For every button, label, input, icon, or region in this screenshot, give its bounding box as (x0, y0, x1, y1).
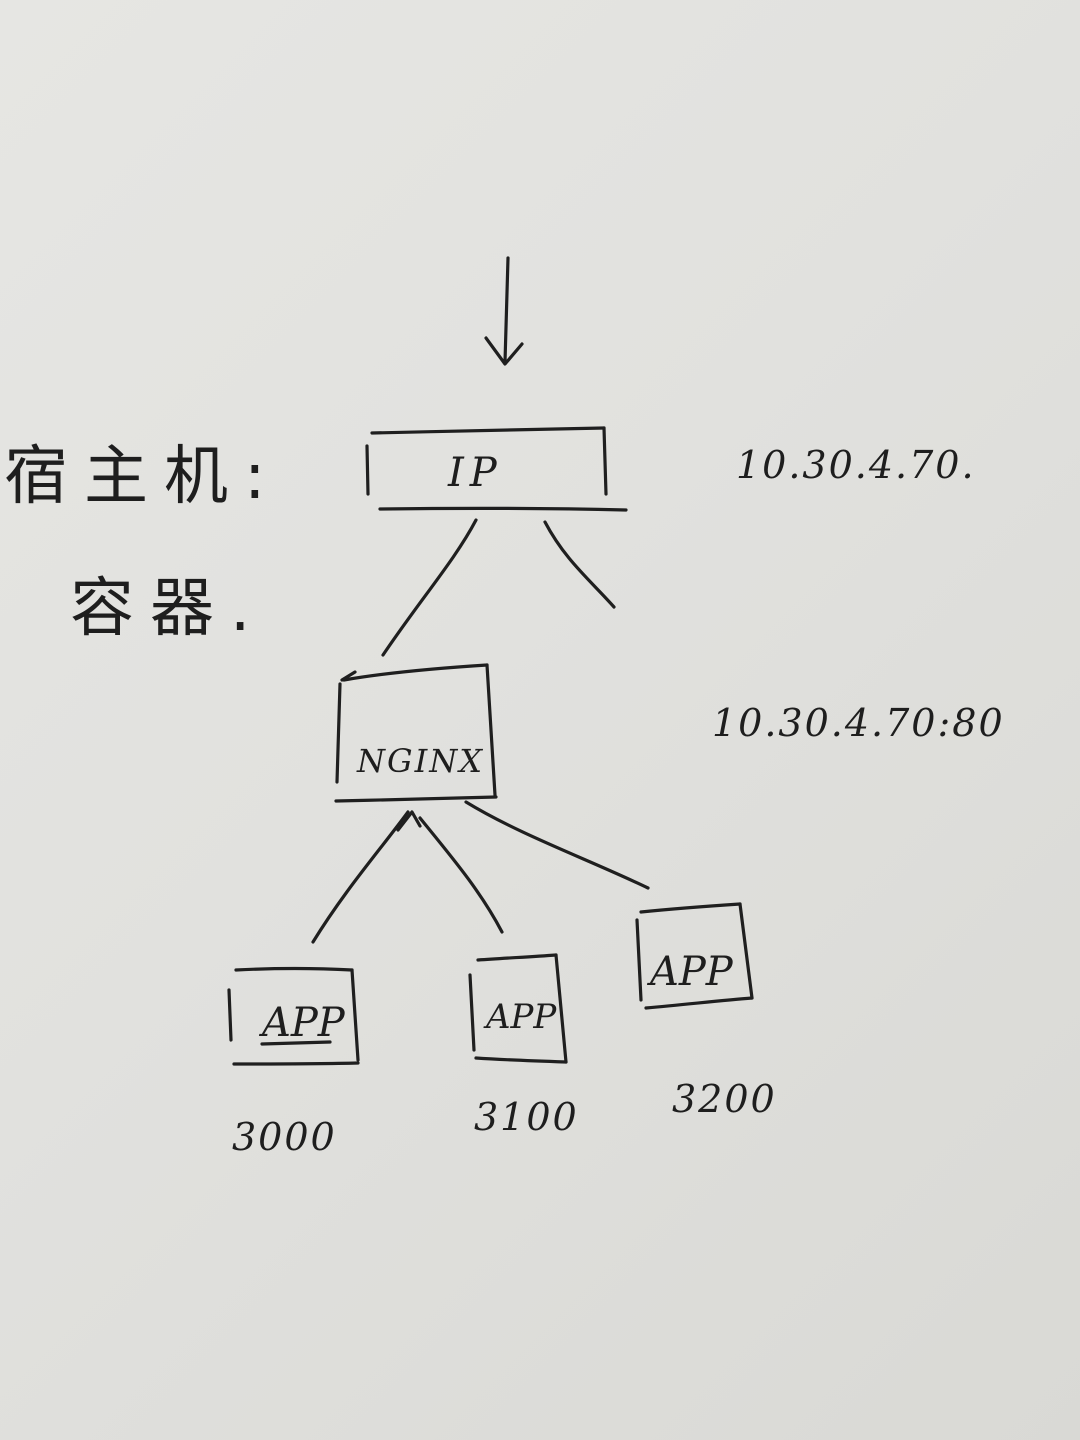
app-3000-label: APP (258, 1000, 346, 1046)
port-3000-label: 3000 (232, 1115, 337, 1159)
nginx-box-label: NGINX (356, 742, 484, 780)
nginx-box: NGINX (334, 663, 498, 803)
container-label: 容器. (70, 572, 266, 646)
nginx-to-app-3100-line (418, 816, 504, 934)
ip-box: IP (365, 426, 628, 512)
nginx-to-app-3000-line (311, 810, 410, 944)
nginx-address-label: 10.30.4.70:80 (712, 701, 1005, 745)
incoming-arrow (484, 256, 524, 366)
nginx-to-app-3200-line (464, 800, 650, 890)
app-3100-label: APP (483, 997, 557, 1037)
nginx-arrow-mark (396, 810, 422, 832)
host-ip-label: 10.30.4.70. (736, 443, 976, 487)
port-3200-label: 3200 (672, 1077, 777, 1121)
host-machine-label: 宿主机: (4, 440, 282, 514)
app-box-3000: APP (227, 966, 360, 1066)
ip-to-nginx-line (381, 518, 478, 657)
ip-box-label: IP (447, 450, 503, 496)
app-box-3200: APP (635, 902, 754, 1010)
app-3200-label: APP (646, 949, 734, 995)
port-3100-label: 3100 (474, 1095, 579, 1139)
app-box-3100: APP (468, 953, 568, 1064)
ip-branch-line (543, 520, 616, 609)
